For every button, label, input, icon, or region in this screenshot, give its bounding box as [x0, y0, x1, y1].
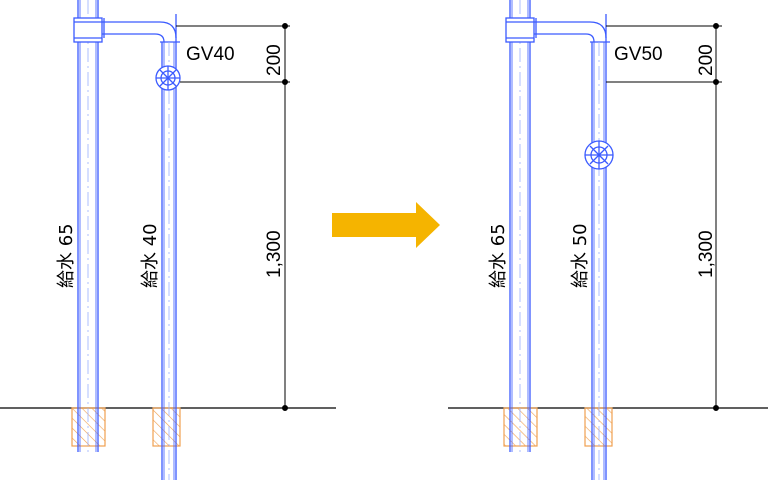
- branch-pipe-label-after: 給水 50: [570, 223, 591, 288]
- dim-lower-before: 1,300: [264, 230, 285, 278]
- main-pipe-before: [73, 0, 103, 452]
- branch-elbow-before: [102, 18, 180, 43]
- sleeve-main-before: [71, 407, 106, 447]
- before-panel: GV40 200 1,300 給水 65 給水 40: [0, 0, 336, 480]
- sleeve-main-after: [503, 407, 538, 447]
- dim-lower-after: 1,300: [696, 230, 717, 278]
- branch-pipe-after: [591, 14, 607, 480]
- dimension-before: [176, 23, 290, 411]
- after-panel: GV50 200 1,300 給水 65 給水 50: [448, 0, 768, 480]
- valve-label-before: GV40: [186, 44, 235, 65]
- branch-pipe-label-before: 給水 40: [140, 223, 161, 288]
- dim-upper-before: 200: [264, 44, 285, 76]
- branch-elbow-after: [534, 18, 610, 43]
- main-pipe-label-before: 給水 65: [56, 223, 77, 288]
- right-arrow-icon: [332, 202, 440, 248]
- sleeve-branch-after: [584, 407, 613, 447]
- main-pipe-label-after: 給水 65: [488, 223, 509, 288]
- gate-valve-icon: [584, 140, 614, 170]
- dim-upper-after: 200: [696, 44, 717, 76]
- dimension-after: [606, 23, 722, 411]
- gate-valve-icon: [155, 65, 181, 91]
- main-pipe-after: [505, 0, 535, 452]
- valve-label-after: GV50: [614, 44, 663, 65]
- branch-pipe-before: [161, 14, 177, 480]
